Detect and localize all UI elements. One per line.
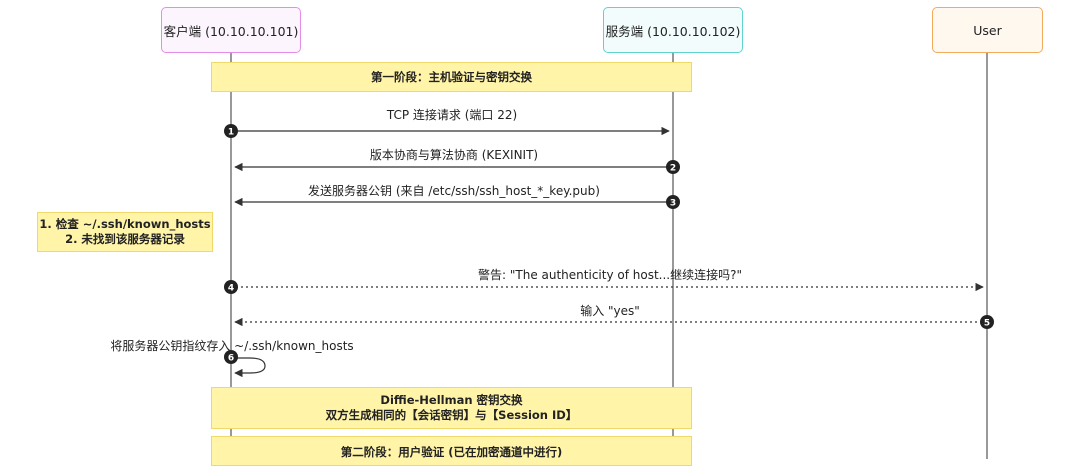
note-phase2: 第二阶段：用户验证 (已在加密通道中进行) bbox=[211, 436, 692, 466]
svg-text:6: 6 bbox=[228, 354, 234, 364]
participant-server-label: 服务端 (10.10.10.102) bbox=[605, 23, 741, 39]
note-dh-line1: Diffie-Hellman 密钥交换 bbox=[380, 393, 523, 407]
svg-text:3: 3 bbox=[670, 199, 676, 209]
svg-text:2: 2 bbox=[670, 164, 676, 174]
badge-3: 3 bbox=[666, 195, 680, 209]
badge-6: 6 bbox=[224, 350, 238, 364]
message-label-6: 将服务器公钥指纹存入 ~/.ssh/known_hosts bbox=[110, 339, 354, 353]
badge-4: 4 bbox=[224, 280, 238, 294]
message-label-2: 版本协商与算法协商 (KEXINIT) bbox=[369, 148, 539, 162]
note-check-line1: 1. 检查 ~/.ssh/known_hosts bbox=[39, 217, 211, 231]
note-diffie-hellman: Diffie-Hellman 密钥交换 双方生成相同的【会话密钥】与【Sessi… bbox=[211, 387, 692, 429]
note-phase1-text: 第一阶段：主机验证与密钥交换 bbox=[371, 69, 532, 84]
note-phase1: 第一阶段：主机验证与密钥交换 bbox=[211, 62, 692, 92]
note-check-line2: 2. 未找到该服务器记录 bbox=[65, 232, 185, 246]
badge-5: 5 bbox=[980, 315, 994, 329]
participant-server: 服务端 (10.10.10.102) bbox=[603, 7, 743, 53]
note-known-hosts-check: 1. 检查 ~/.ssh/known_hosts 2. 未找到该服务器记录 bbox=[37, 212, 213, 252]
participant-client: 客户端 (10.10.10.101) bbox=[161, 7, 301, 53]
message-label-3: 发送服务器公钥 (来自 /etc/ssh/ssh_host_*_key.pub) bbox=[308, 184, 600, 198]
note-phase2-text: 第二阶段：用户验证 (已在加密通道中进行) bbox=[340, 445, 563, 459]
note-dh-line2: 双方生成相同的【会话密钥】与【Session ID】 bbox=[325, 408, 578, 422]
badge-1: 1 bbox=[224, 124, 238, 138]
svg-text:4: 4 bbox=[228, 284, 234, 294]
message-label-1: TCP 连接请求 (端口 22) bbox=[386, 108, 518, 122]
badge-2: 2 bbox=[666, 160, 680, 174]
message-arrow-6 bbox=[231, 357, 266, 378]
participant-user-label: User bbox=[973, 22, 1002, 38]
message-label-5: 输入 "yes" bbox=[580, 304, 640, 318]
svg-text:5: 5 bbox=[984, 319, 990, 329]
participant-client-label: 客户端 (10.10.10.101) bbox=[163, 23, 299, 39]
participant-user: User bbox=[932, 7, 1043, 53]
svg-text:1: 1 bbox=[228, 128, 234, 138]
message-label-4: 警告: "The authenticity of host...继续连接吗?" bbox=[478, 268, 742, 282]
